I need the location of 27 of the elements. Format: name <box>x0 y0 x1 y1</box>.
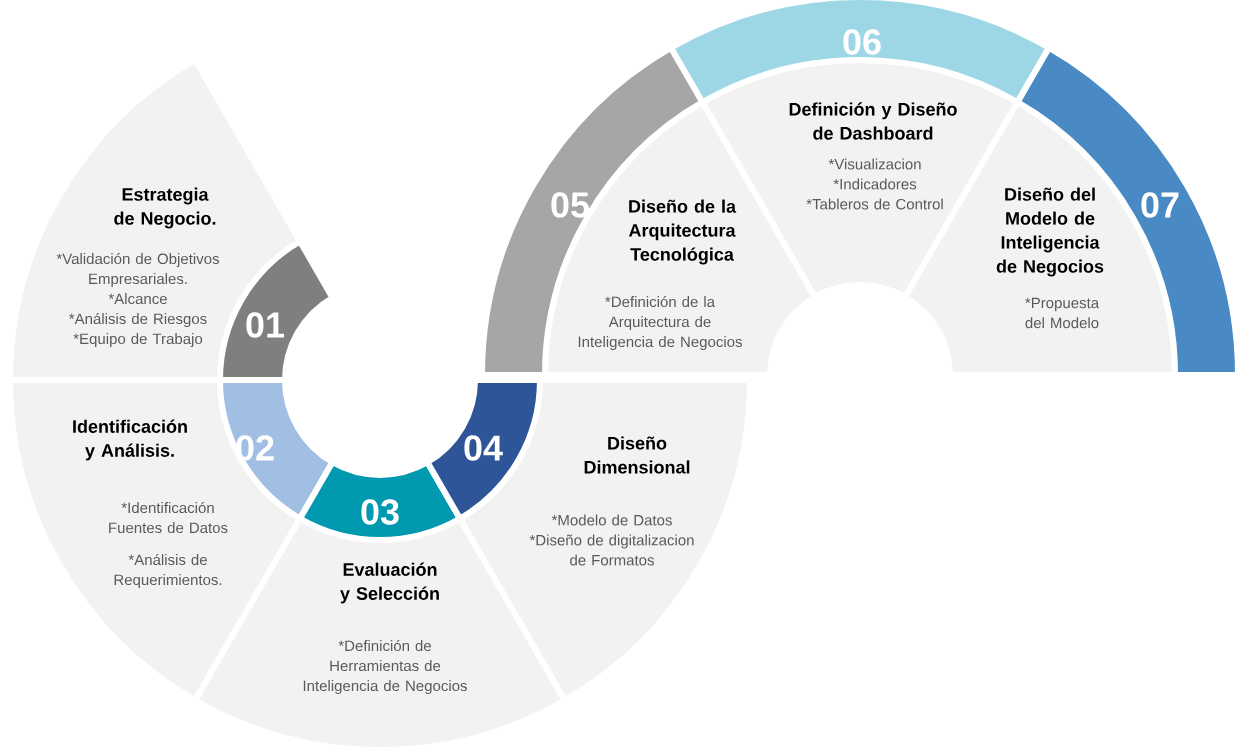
step-number: 07 <box>1141 192 1179 218</box>
step-number: 06 <box>843 29 881 55</box>
bullet-text: *Alcance <box>108 293 167 305</box>
bullet-text: *Validación de Objetivos Empresariales. <box>56 252 219 288</box>
step-title: Identificación y Análisis. <box>73 419 187 461</box>
bullet-text: *Visualizacion <box>828 158 921 170</box>
step-title: Diseño del Modelo de Inteligencia de Negocios <box>996 187 1104 277</box>
step-title: Evaluación y Selección <box>340 562 439 604</box>
bullet-text: *Tableros de Control <box>806 198 943 210</box>
step-number: 04 <box>464 435 503 461</box>
step-title: Estrategia de Negocio. <box>114 187 216 229</box>
step-title: Diseño de la Arquitectura Tecnológica <box>628 199 737 265</box>
bullet-text: *Equipo de Trabajo <box>73 333 203 348</box>
step-number: 01 <box>246 312 284 338</box>
bullet-text: *Diseño de digitalizacion de Formatos <box>529 534 694 566</box>
step-number: 03 <box>361 499 399 525</box>
step-number: 05 <box>551 192 589 218</box>
step-title: Diseño Dimensional <box>584 436 690 474</box>
bullet-text: *Definición de la Arquitectura de Inteligencia de Negocios <box>578 295 742 351</box>
bullet-text: *Modelo de Datos <box>551 514 672 526</box>
bullet-text: *Análisis de Requerimientos. <box>114 553 222 589</box>
bullet-text: *Propuesta del Modelo <box>1025 297 1100 329</box>
bullet-text: *Definición de Herramientas de Inteligencia de Negocios <box>303 639 467 695</box>
bullet-text: *Identificación Fuentes de Datos <box>109 501 228 534</box>
bullet-text: *Indicadores <box>833 178 917 190</box>
bullet-text: *Análisis de Riesgos <box>69 312 207 328</box>
step-title: Definición y Diseño de Dashboard <box>789 102 957 140</box>
